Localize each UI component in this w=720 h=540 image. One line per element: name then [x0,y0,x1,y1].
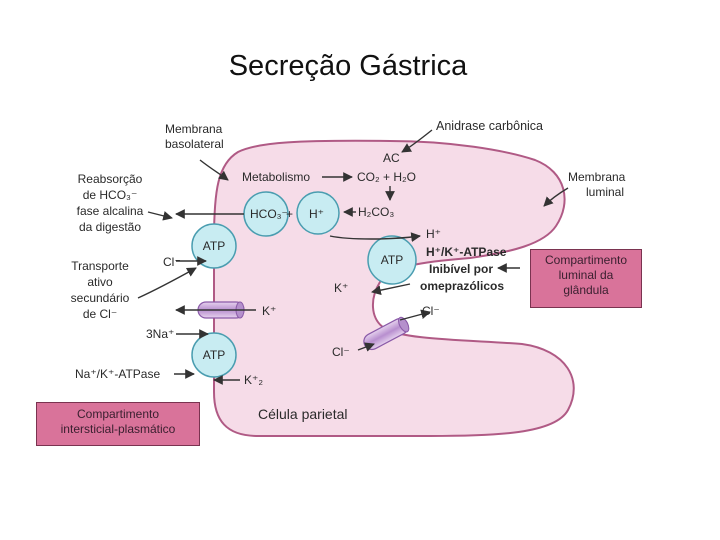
label-co2-h2o: CO₂ + H₂O [357,170,416,184]
arrow-luminal-label [543,187,569,207]
box-intersticial-line-1: Compartimento [76,407,160,421]
atp-circle-2 [367,235,417,285]
label-atp-3: ATP [203,348,225,362]
h-plus-circle [296,191,340,235]
label-h2co3: H₂CO₃ [358,205,394,219]
arrow-cl-lum-out [399,309,431,321]
label-celula-parietal: Célula parietal [258,406,348,422]
arrow-k-in [371,283,411,295]
label-membrana-basolateral-2: basolateral [165,137,224,151]
box-luminal-line-2: luminal da [558,268,614,282]
label-plus: + [286,207,293,221]
box-compartimento-intersticial: Compartimento intersticial-plasmático [36,402,200,446]
label-cl-lum-out: Cl⁻ [422,304,440,318]
label-hco3: HCO₃⁻ [250,207,288,221]
label-atp-1: ATP [203,239,225,253]
label-membrana-luminal-2: luminal [586,185,624,199]
label-inibivel-1: Inibível por [429,262,493,276]
label-h-out: H⁺ [426,227,441,241]
label-k-in: K⁺ [334,281,348,295]
label-transporte-4: de Cl⁻ [83,307,117,321]
label-membrana-luminal-1: Membrana [568,170,626,184]
arrow-transporte [137,267,197,299]
box-luminal-line-1: Compartimento [544,253,628,267]
label-reabsorcao-3: fase alcalina [77,204,144,218]
label-inibivel-2: omeprazólicos [420,279,504,293]
box-luminal-line-3: glândula [563,283,609,297]
labels: Membrana basolateral Anidrase carbônica … [71,119,626,422]
label-metabolismo: Metabolismo [242,170,310,184]
label-reabsorcao-4: da digestão [79,220,141,234]
arrow-cl-lum-in [357,342,375,352]
label-anidrase: Anidrase carbônica [436,119,543,133]
label-reabsorcao-2: de HCO₃⁻ [83,188,138,202]
slide-title: Secreção Gástrica [0,50,720,83]
label-transporte-2: ativo [87,275,113,289]
label-reabsorcao-1: Reabsorção [78,172,143,186]
label-k2: K⁺₂ [244,373,263,387]
box-compartimento-luminal: Compartimento luminal da glândula [530,249,642,308]
arrow-h-out [329,232,421,243]
label-h-k-atpase: H⁺/K⁺-ATPase [426,245,507,259]
label-atp-2: ATP [381,253,403,267]
label-membrana-basolateral-1: Membrana [165,122,223,136]
label-k-baso: K⁺ [262,304,276,318]
label-ac: AC [383,151,400,165]
arrow-basolateral-label [199,159,229,181]
label-cl-lum-in: Cl⁻ [332,345,350,359]
label-cl-baso: Cl⁻ [163,255,181,269]
label-transporte-3: secundário [71,291,130,305]
label-na-k-atpase: Na⁺/K⁺-ATPase [75,367,160,381]
slide-title-text: Secreção Gástrica [228,50,468,82]
box-intersticial-line-2: intersticial-plasmático [60,422,176,436]
label-h-plus: H⁺ [309,207,324,221]
parietal-cell-body [213,139,575,437]
label-transporte-1: Transporte [71,259,129,273]
arrow-reabsorcao [147,211,173,221]
arrow-anidrase [401,129,433,153]
label-3na: 3Na⁺ [146,327,174,341]
